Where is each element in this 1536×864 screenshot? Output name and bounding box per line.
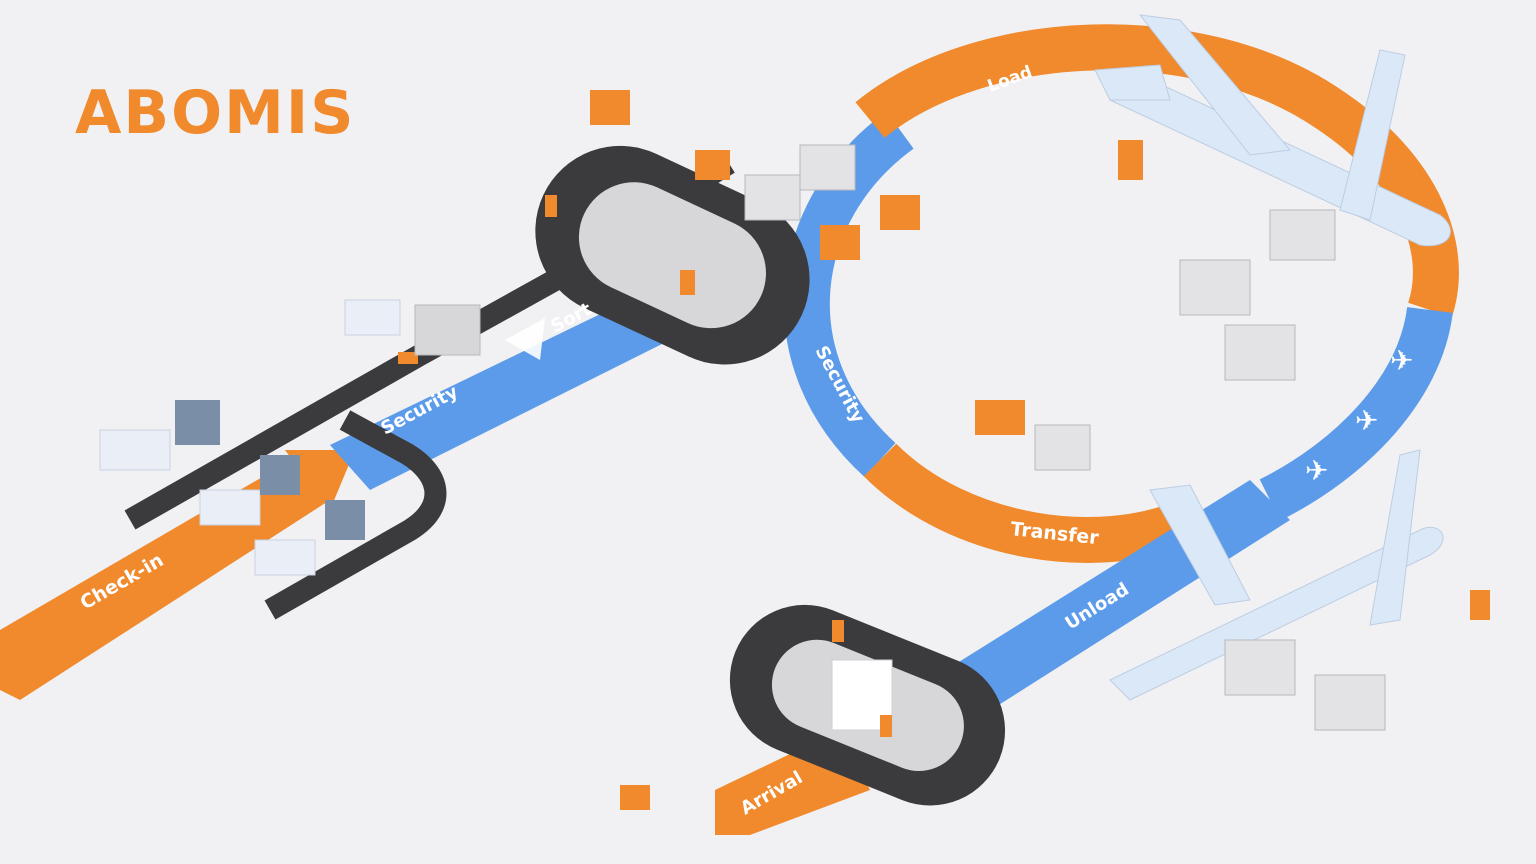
security-scanner	[344, 299, 481, 356]
suitcase-icon	[880, 195, 920, 230]
sort-arrow-chevron	[505, 318, 545, 360]
cargo-container-icon	[1224, 324, 1296, 381]
departing-airplane	[1094, 14, 1451, 247]
arrival-carousel	[729, 604, 1006, 806]
arriving-airplane	[1109, 449, 1444, 701]
suitcase-icon	[820, 225, 860, 260]
cargo-container-icon	[1224, 639, 1296, 696]
suitcase-icon	[1118, 140, 1143, 180]
cargo-container-icon	[1179, 259, 1251, 316]
lower-conveyor	[264, 410, 447, 620]
security-sort-band	[330, 290, 690, 490]
suitcase-icon	[398, 352, 418, 364]
abomis-logo: ABOMIS	[75, 78, 356, 148]
cargo-container-icon	[1034, 424, 1091, 471]
cargo-container-icon	[744, 174, 801, 221]
suitcase-icon	[680, 270, 695, 295]
airplane-icon: ✈	[1355, 404, 1378, 437]
cargo-container-icon	[1269, 209, 1336, 261]
suitcase-icon	[620, 785, 650, 810]
check-in-counters	[99, 400, 365, 576]
airplane-icon: ✈	[1390, 344, 1413, 377]
suitcase-icon	[1470, 590, 1490, 620]
cargo-container-icon	[799, 144, 856, 191]
transfer-loop-band	[863, 443, 1200, 563]
cargo-containers	[744, 144, 1386, 731]
suitcase-icon	[832, 620, 844, 642]
suitcase-icon	[695, 150, 730, 180]
suitcase-icon	[545, 195, 557, 217]
suitcase-icon	[975, 400, 1025, 435]
suitcase-icon	[590, 90, 630, 125]
check-in-band-head	[285, 450, 355, 510]
arrival-loop-band	[1259, 306, 1453, 521]
suitcase-icon	[880, 715, 892, 737]
plane-markers: ✈ ✈ ✈	[1305, 344, 1413, 487]
cargo-container-icon	[1314, 674, 1386, 731]
luggage-group	[398, 90, 1490, 810]
sort-carousel	[535, 145, 810, 365]
airplane-icon: ✈	[1305, 454, 1328, 487]
